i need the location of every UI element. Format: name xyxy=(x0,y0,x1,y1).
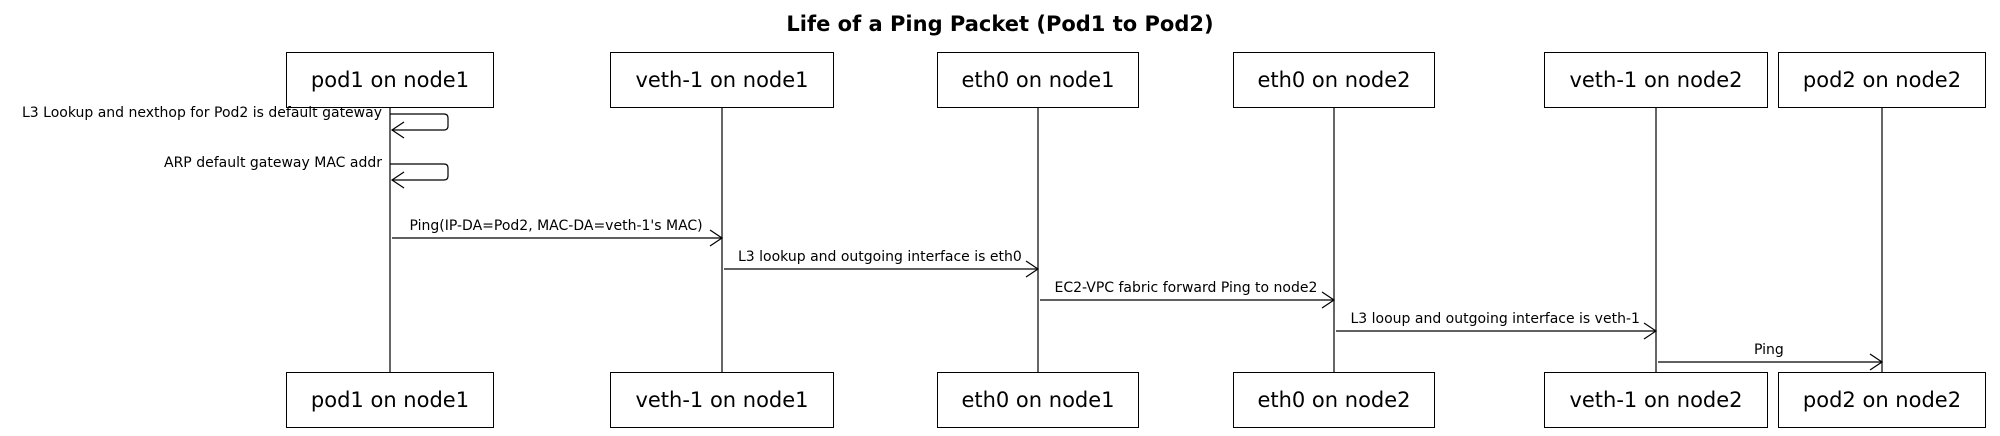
participant-box-top-eth0a: eth0 on node1 xyxy=(937,52,1139,108)
message-arrowhead-5 xyxy=(1321,291,1336,309)
message-label-6: L3 looup and outgoing interface is veth-… xyxy=(1350,311,1640,327)
message-label-4: L3 lookup and outgoing interface is eth0 xyxy=(738,249,1022,265)
message-label-7: Ping xyxy=(1754,342,1784,358)
participant-box-top-veth1a: veth-1 on node1 xyxy=(610,52,834,108)
participant-box-bottom-eth0a: eth0 on node1 xyxy=(937,372,1139,428)
participant-box-bottom-pod2: pod2 on node2 xyxy=(1778,372,1986,428)
message-arrowhead-3 xyxy=(709,229,724,247)
message-label-2: ARP default gateway MAC addr xyxy=(164,155,382,171)
participant-box-bottom-veth1b: veth-1 on node2 xyxy=(1544,372,1768,428)
diagram-title: Life of a Ping Packet (Pod1 to Pod2) xyxy=(786,12,1214,36)
message-label-1: L3 Lookup and nexthop for Pod2 is defaul… xyxy=(22,105,382,121)
message-arrowhead-7 xyxy=(1869,353,1884,371)
participant-box-top-pod2: pod2 on node2 xyxy=(1778,52,1986,108)
participant-box-bottom-pod1: pod1 on node1 xyxy=(286,372,494,428)
participant-box-top-pod1: pod1 on node1 xyxy=(286,52,494,108)
message-arrowhead-2 xyxy=(390,171,405,189)
message-label-5: EC2-VPC fabric forward Ping to node2 xyxy=(1054,280,1318,296)
participant-box-bottom-veth1a: veth-1 on node1 xyxy=(610,372,834,428)
message-arrowhead-1 xyxy=(390,121,405,139)
message-arrowhead-6 xyxy=(1643,322,1658,340)
message-label-3: Ping(IP-DA=Pod2, MAC-DA=veth-1's MAC) xyxy=(409,218,703,234)
participant-box-top-veth1b: veth-1 on node2 xyxy=(1544,52,1768,108)
message-arrowhead-4 xyxy=(1025,260,1040,278)
message-selfloop-2 xyxy=(390,163,449,181)
participant-box-top-eth0b: eth0 on node2 xyxy=(1233,52,1435,108)
message-selfloop-1 xyxy=(390,113,449,131)
participant-box-bottom-eth0b: eth0 on node2 xyxy=(1233,372,1435,428)
